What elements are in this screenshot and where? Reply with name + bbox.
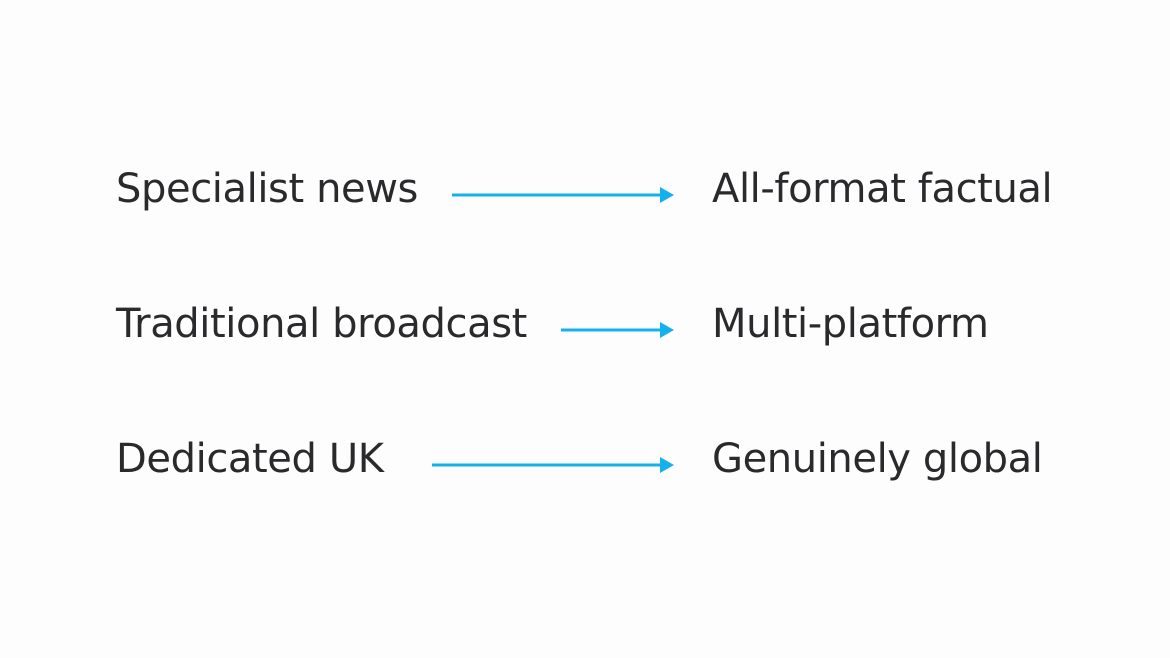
- transition-row: Traditional broadcast Multi-platform: [0, 294, 1170, 354]
- to-label: All-format factual: [712, 166, 1053, 212]
- arrow-right-icon: [452, 187, 674, 203]
- from-label: Dedicated UK: [116, 436, 384, 482]
- from-label: Specialist news: [116, 166, 418, 212]
- to-label: Genuinely global: [712, 436, 1043, 482]
- to-label: Multi-platform: [712, 301, 989, 347]
- arrow-right-icon: [432, 457, 674, 473]
- transition-row: Specialist news All-format factual: [0, 159, 1170, 219]
- from-label: Traditional broadcast: [116, 301, 527, 347]
- arrow-right-icon: [561, 322, 674, 338]
- transition-row: Dedicated UK Genuinely global: [0, 429, 1170, 489]
